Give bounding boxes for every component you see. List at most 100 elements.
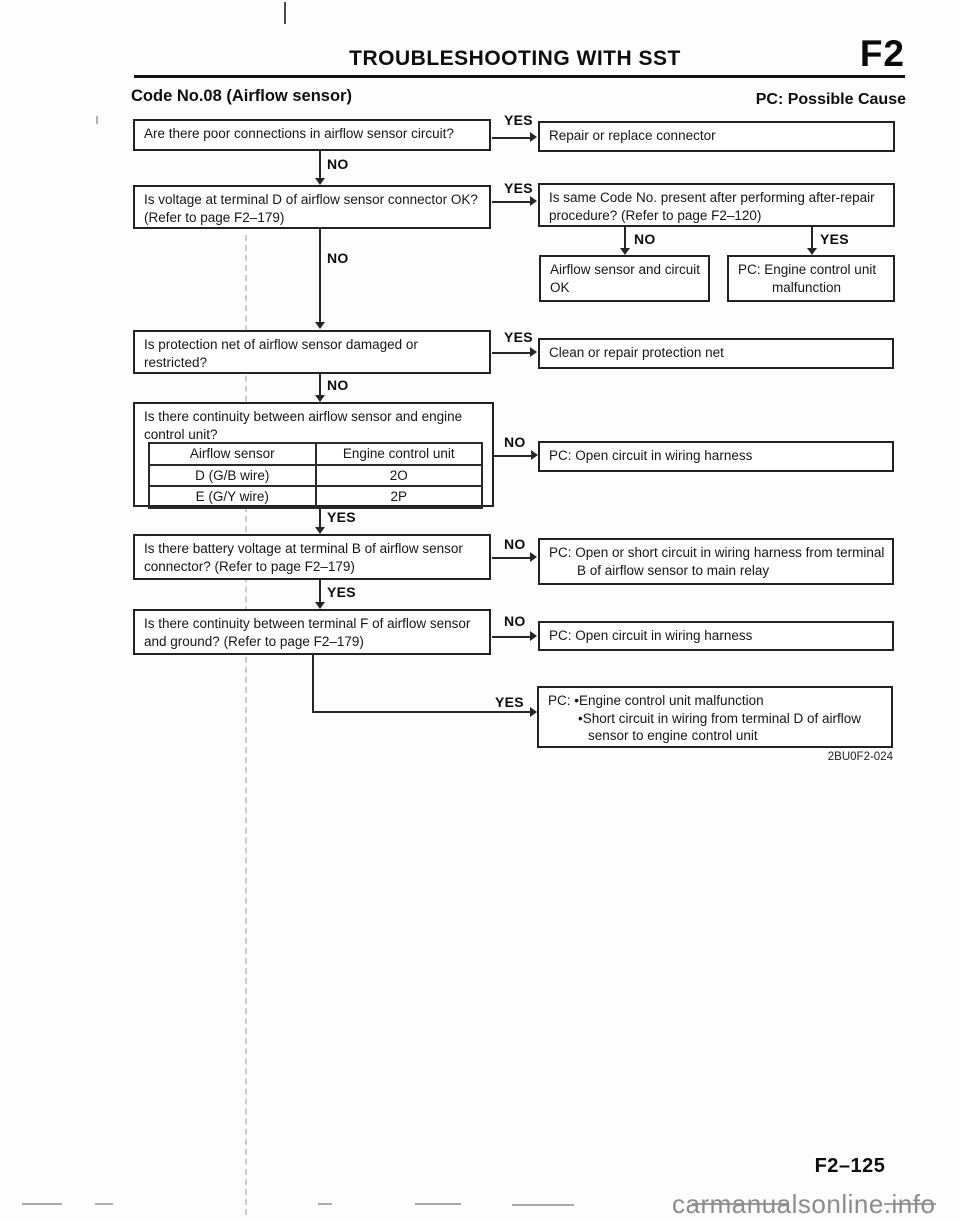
question-ref: and ground? (Refer to page F2–179) <box>144 633 364 649</box>
flow-action-repair-connector: Repair or replace connector <box>538 121 895 152</box>
scan-artifact <box>95 1203 113 1205</box>
arrowhead-down-icon <box>315 602 325 609</box>
table-header-row: Airflow sensor Engine control unit <box>148 442 483 466</box>
flow-action-clean-net: Clean or repair protection net <box>538 338 894 369</box>
connector-line <box>319 374 321 396</box>
table-cell: D (G/B wire) <box>148 463 317 488</box>
cause-text: •Short circuit in wiring from terminal D… <box>578 710 862 726</box>
flow-result-sensor-ok: Airflow sensor and circuit OK <box>539 255 710 302</box>
scan-artifact <box>415 1203 461 1205</box>
connector-line <box>494 455 531 457</box>
yes-label: YES <box>504 329 533 345</box>
flow-question-connections: Are there poor connections in airflow se… <box>133 119 491 151</box>
yes-label: YES <box>504 112 533 128</box>
connector-line <box>492 352 530 354</box>
connector-line <box>312 655 314 713</box>
question-text: Are there poor connections in airflow se… <box>144 126 454 141</box>
section-code: F2 <box>859 33 905 74</box>
arrowhead-right-icon <box>530 347 537 357</box>
question-text: Is protection net of airflow sensor dama… <box>144 337 418 352</box>
page-number: F2–125 <box>814 1155 886 1177</box>
arrowhead-down-icon <box>620 248 630 255</box>
connector-line <box>492 201 530 203</box>
table-row: E (G/Y wire) 2P <box>148 485 483 509</box>
possible-cause-heading: PC: Possible Cause <box>755 91 906 108</box>
code-heading: Code No.08 (Airflow sensor) <box>131 87 352 105</box>
scan-artifact <box>96 116 98 124</box>
table-header-airflow-sensor: Airflow sensor <box>148 442 317 466</box>
question-text: restricted? <box>144 354 208 370</box>
connector-line <box>319 151 321 179</box>
flow-cause-final: PC: •Engine control unit malfunction •Sh… <box>537 686 893 748</box>
flow-cause-open-circuit: PC: Open circuit in wiring harness <box>538 441 894 472</box>
page-title: TROUBLESHOOTING WITH SST <box>349 47 681 70</box>
arrowhead-right-icon <box>530 707 537 717</box>
flow-result-ecu-malfunction: PC: Engine control unit malfunction <box>727 255 895 302</box>
arrowhead-right-icon <box>530 132 537 142</box>
connector-line <box>811 227 813 249</box>
no-label: NO <box>634 231 656 247</box>
action-text: Repair or replace connector <box>549 128 716 143</box>
connector-line <box>492 557 530 559</box>
question-text: Is same Code No. present after performin… <box>549 190 875 205</box>
connector-line <box>319 507 321 527</box>
connector-line <box>319 229 321 323</box>
cause-text: PC: •Engine control unit malfunction <box>548 693 764 708</box>
flow-question-protection-net: Is protection net of airflow sensor dama… <box>133 330 491 374</box>
arrowhead-right-icon <box>530 552 537 562</box>
flow-question-terminal-d-voltage: Is voltage at terminal D of airflow sens… <box>133 185 491 229</box>
arrowhead-down-icon <box>315 178 325 185</box>
arrowhead-right-icon <box>530 196 537 206</box>
no-label: NO <box>504 434 526 450</box>
flow-question-same-code: Is same Code No. present after performin… <box>538 183 895 227</box>
no-label: NO <box>504 536 526 552</box>
question-ref: connector? (Refer to page F2–179) <box>144 558 355 574</box>
scan-artifact <box>284 2 286 24</box>
flow-cause-open-short-circuit: PC: Open or short circuit in wiring harn… <box>538 538 894 585</box>
table-cell: E (G/Y wire) <box>148 485 317 509</box>
cause-text: PC: Open circuit in wiring harness <box>549 628 753 643</box>
cause-text: PC: Open or short circuit in wiring harn… <box>549 545 885 560</box>
arrowhead-down-icon <box>315 527 325 534</box>
scan-fold-line <box>245 235 247 1215</box>
action-text: Clean or repair protection net <box>549 345 724 360</box>
arrowhead-down-icon <box>315 395 325 402</box>
scan-artifact <box>512 1204 574 1206</box>
arrowhead-down-icon <box>807 248 817 255</box>
question-ref: (Refer to page F2–179) <box>144 209 285 225</box>
watermark: carmanualsonline.info <box>672 1189 936 1219</box>
cause-text: B of airflow sensor to main relay <box>577 562 770 578</box>
question-text: Is there battery voltage at terminal B o… <box>144 541 463 556</box>
flow-cause-open-circuit-2: PC: Open circuit in wiring harness <box>538 621 894 651</box>
question-text: control unit? <box>144 426 218 442</box>
connector-line <box>624 227 626 249</box>
cause-text: PC: Open circuit in wiring harness <box>549 448 753 463</box>
result-text: Airflow sensor and circuit <box>550 262 701 277</box>
question-ref: procedure? (Refer to page F2–120) <box>549 207 762 223</box>
question-text: Is there continuity between airflow sens… <box>144 409 463 424</box>
yes-label: YES <box>495 694 524 710</box>
connector-line <box>312 711 530 713</box>
connector-line <box>319 580 321 602</box>
question-text: Is voltage at terminal D of airflow sens… <box>144 192 478 207</box>
yes-label: YES <box>504 180 533 196</box>
connector-line <box>492 636 530 638</box>
arrowhead-right-icon <box>531 450 538 460</box>
flow-question-battery-voltage: Is there battery voltage at terminal B o… <box>133 534 491 580</box>
yes-label: YES <box>327 584 356 600</box>
scan-artifact <box>318 1203 332 1205</box>
cause-text: sensor to engine control unit <box>588 728 758 744</box>
result-text: malfunction <box>772 279 842 295</box>
flow-question-continuity-ecu: Is there continuity between airflow sens… <box>133 402 494 509</box>
arrowhead-down-icon <box>315 322 325 329</box>
scan-artifact <box>884 1203 936 1205</box>
question-text: Is there continuity between terminal F o… <box>144 616 471 631</box>
arrowhead-right-icon <box>530 631 537 641</box>
result-text: OK <box>550 279 570 295</box>
scan-artifact <box>692 1203 788 1205</box>
yes-label: YES <box>327 509 356 525</box>
figure-code: 2BU0F2-024 <box>827 751 893 763</box>
table-row: D (G/B wire) 2O <box>148 463 483 488</box>
header-rule <box>134 75 905 78</box>
